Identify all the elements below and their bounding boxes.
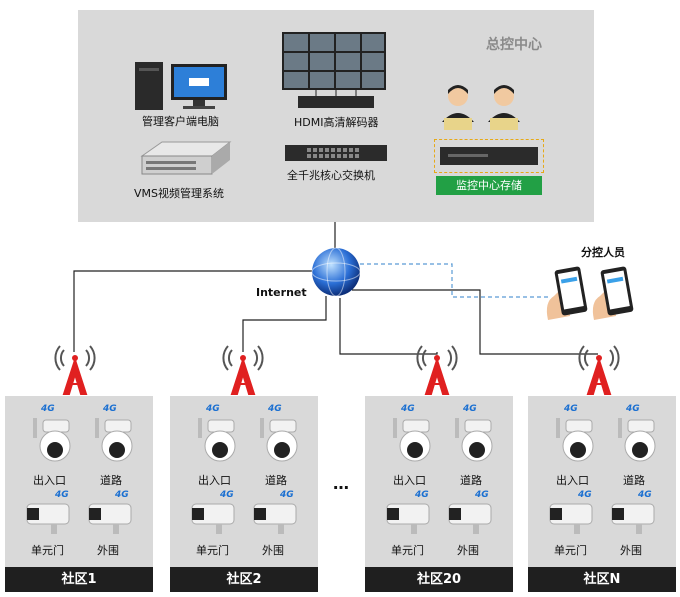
camera-label-unit-door: 单元门 bbox=[554, 544, 587, 557]
camera-label-entrance: 出入口 bbox=[556, 474, 589, 487]
community-panel-1: 4G 4G 出入口 道路 4G 4G 单元门 外围 社区1 bbox=[5, 396, 153, 592]
community-name: 社区2 bbox=[170, 567, 318, 592]
storage-label: 监控中心存储 bbox=[436, 176, 542, 195]
camera-label-road: 道路 bbox=[623, 474, 645, 487]
bullet-camera-icon bbox=[549, 503, 593, 534]
badge-4g: 4G bbox=[220, 490, 234, 500]
camera-label-perimeter: 外围 bbox=[97, 544, 119, 557]
camera-label-road: 道路 bbox=[460, 474, 482, 487]
badge-4g: 4G bbox=[401, 404, 415, 414]
camera-label-entrance: 出入口 bbox=[393, 474, 426, 487]
bullet-camera-icon bbox=[26, 503, 70, 534]
switch-label: 全千兆核心交换机 bbox=[287, 169, 375, 182]
dome-camera-icon bbox=[556, 418, 594, 462]
bullet-camera-icon bbox=[448, 503, 492, 534]
operators-icon bbox=[442, 85, 520, 130]
dome-camera-icon bbox=[95, 418, 133, 462]
badge-4g: 4G bbox=[638, 490, 652, 500]
dome-camera-icon bbox=[260, 418, 298, 462]
badge-4g: 4G bbox=[206, 404, 220, 414]
badge-4g: 4G bbox=[55, 490, 69, 500]
management-pc-icon bbox=[135, 62, 227, 110]
storage-nvr-icon bbox=[440, 147, 538, 165]
camera-label-unit-door: 单元门 bbox=[31, 544, 64, 557]
community-name: 社区N bbox=[528, 567, 676, 592]
camera-label-entrance: 出入口 bbox=[198, 474, 231, 487]
tower-icon-4 bbox=[578, 345, 620, 395]
ellipsis: … bbox=[333, 474, 349, 493]
badge-4g: 4G bbox=[626, 404, 640, 414]
internet-label: Internet bbox=[256, 286, 307, 299]
camera-label-perimeter: 外围 bbox=[620, 544, 642, 557]
community-panel-20: 4G 4G 出入口 道路 4G 4G 单元门 外围 社区20 bbox=[365, 396, 513, 592]
camera-label-perimeter: 外围 bbox=[457, 544, 479, 557]
bullet-camera-icon bbox=[386, 503, 430, 534]
management-pc-label: 管理客户端电脑 bbox=[142, 115, 219, 128]
community-panel-n: 4G 4G 出入口 道路 4G 4G 单元门 外围 社区N bbox=[528, 396, 676, 592]
bullet-camera-icon bbox=[253, 503, 297, 534]
dome-camera-icon bbox=[33, 418, 71, 462]
badge-4g: 4G bbox=[578, 490, 592, 500]
community-name: 社区1 bbox=[5, 567, 153, 592]
dome-camera-icon bbox=[393, 418, 431, 462]
vms-label: VMS视频管理系统 bbox=[134, 187, 224, 200]
vms-server-icon bbox=[140, 141, 232, 175]
camera-label-unit-door: 单元门 bbox=[196, 544, 229, 557]
badge-4g: 4G bbox=[103, 404, 117, 414]
camera-label-entrance: 出入口 bbox=[33, 474, 66, 487]
badge-4g: 4G bbox=[41, 404, 55, 414]
badge-4g: 4G bbox=[564, 404, 578, 414]
internet-globe-icon bbox=[311, 247, 361, 297]
community-name: 社区20 bbox=[365, 567, 513, 592]
tower-icon-2 bbox=[222, 345, 264, 395]
badge-4g: 4G bbox=[415, 490, 429, 500]
bullet-camera-icon bbox=[611, 503, 655, 534]
badge-4g: 4G bbox=[463, 404, 477, 414]
bullet-camera-icon bbox=[88, 503, 132, 534]
badge-4g: 4G bbox=[115, 490, 129, 500]
decoder-label: HDMI高清解码器 bbox=[294, 116, 379, 129]
camera-label-road: 道路 bbox=[265, 474, 287, 487]
badge-4g: 4G bbox=[280, 490, 294, 500]
storage-highlight-frame bbox=[434, 139, 544, 173]
remote-staff-label: 分控人员 bbox=[581, 246, 625, 259]
tower-icon-1 bbox=[54, 345, 96, 395]
camera-label-road: 道路 bbox=[100, 474, 122, 487]
video-wall-icon bbox=[282, 32, 386, 90]
community-panel-2: 4G 4G 出入口 道路 4G 4G 单元门 外围 社区2 bbox=[170, 396, 318, 592]
core-switch-icon bbox=[285, 145, 387, 161]
dome-camera-icon bbox=[455, 418, 493, 462]
badge-4g: 4G bbox=[475, 490, 489, 500]
control-center-title: 总控中心 bbox=[486, 37, 542, 53]
camera-label-unit-door: 单元门 bbox=[391, 544, 424, 557]
tower-icon-3 bbox=[416, 345, 458, 395]
bullet-camera-icon bbox=[191, 503, 235, 534]
badge-4g: 4G bbox=[268, 404, 282, 414]
dome-camera-icon bbox=[198, 418, 236, 462]
camera-label-perimeter: 外围 bbox=[262, 544, 284, 557]
hdmi-decoder-icon bbox=[298, 88, 374, 108]
dome-camera-icon bbox=[618, 418, 656, 462]
remote-phones-icon bbox=[546, 266, 634, 320]
